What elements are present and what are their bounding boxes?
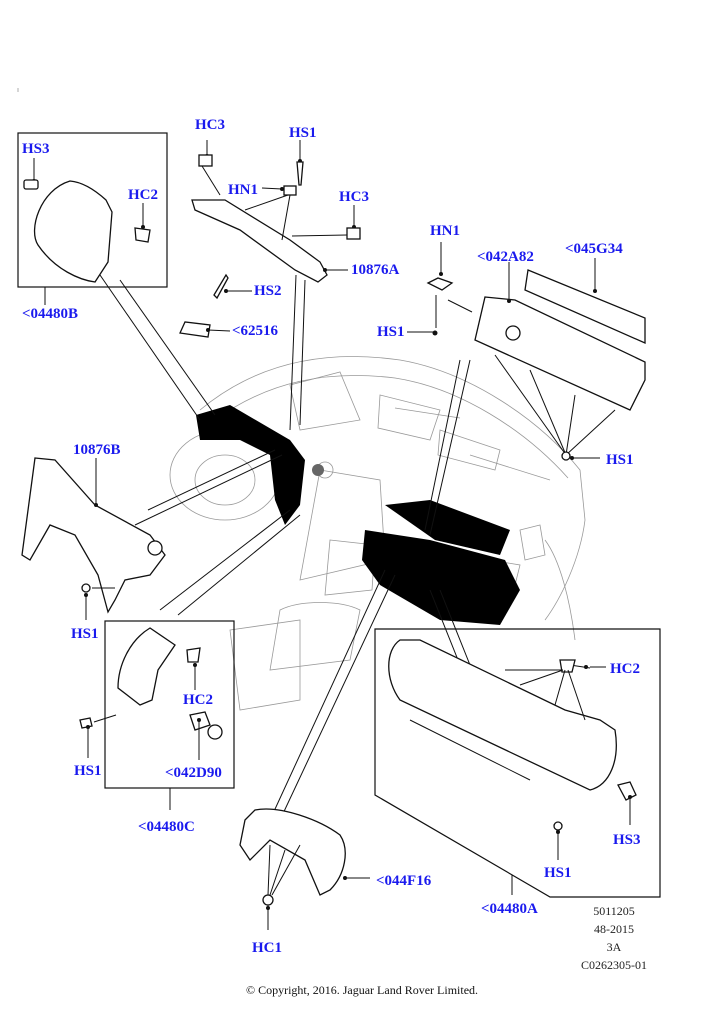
- callout-hs1-mid[interactable]: HS1: [377, 324, 405, 340]
- callout-042d90[interactable]: <042D90: [165, 765, 222, 781]
- panel-04480b-group: [17, 132, 168, 305]
- callout-04480b[interactable]: <04480B: [22, 306, 79, 322]
- callout-hc2-left-box[interactable]: HC2: [183, 692, 213, 708]
- callout-hc3-top[interactable]: HC3: [195, 117, 225, 133]
- callout-042a82[interactable]: <042A82: [477, 249, 534, 265]
- callout-hs1-left-box[interactable]: HS1: [74, 763, 102, 779]
- callout-hc2-top-left[interactable]: HC2: [128, 187, 158, 203]
- panel-044f16-group: [239, 808, 370, 930]
- callout-044f16[interactable]: <044F16: [376, 873, 432, 889]
- callout-62516[interactable]: <62516: [232, 323, 279, 339]
- callout-04480a[interactable]: <04480A: [481, 901, 538, 917]
- callout-04480c[interactable]: <04480C: [138, 819, 195, 835]
- callout-hs2[interactable]: HS2: [254, 283, 282, 299]
- callout-hc3-right[interactable]: HC3: [339, 189, 369, 205]
- callout-045g34[interactable]: <045G34: [565, 241, 623, 257]
- copyright-text: © Copyright, 2016. Jaguar Land Rover Lim…: [245, 983, 479, 997]
- meta-line-3: 3A: [606, 940, 622, 954]
- callout-hc2-right-box[interactable]: HC2: [610, 661, 640, 677]
- callout-hn1-right[interactable]: HN1: [430, 223, 460, 239]
- callout-10876a[interactable]: 10876A: [351, 262, 400, 278]
- callout-hs3-top-left[interactable]: HS3: [22, 141, 50, 157]
- callout-hs1-left[interactable]: HS1: [71, 626, 99, 642]
- meta-line-4: C0262305-01: [581, 958, 647, 972]
- callout-hn1-top[interactable]: HN1: [228, 182, 258, 198]
- panel-10876b-group: [21, 457, 166, 620]
- panel-04480c-group: [79, 620, 235, 810]
- callout-hc1[interactable]: HC1: [252, 940, 282, 956]
- callout-10876b[interactable]: 10876B: [73, 442, 121, 458]
- panel-04480a-group: [374, 628, 661, 898]
- callout-hs1-cluster[interactable]: HS1: [606, 452, 634, 468]
- panel-10876a-group: [179, 140, 361, 338]
- meta-line-2: 48-2015: [594, 922, 634, 936]
- callout-hs1-top[interactable]: HS1: [289, 125, 317, 141]
- callout-hs3-right-box[interactable]: HS3: [613, 832, 641, 848]
- callout-hs1-right-box[interactable]: HS1: [544, 865, 572, 881]
- panel-042a82-group: [407, 242, 646, 461]
- meta-line-1: 5011205: [593, 904, 635, 918]
